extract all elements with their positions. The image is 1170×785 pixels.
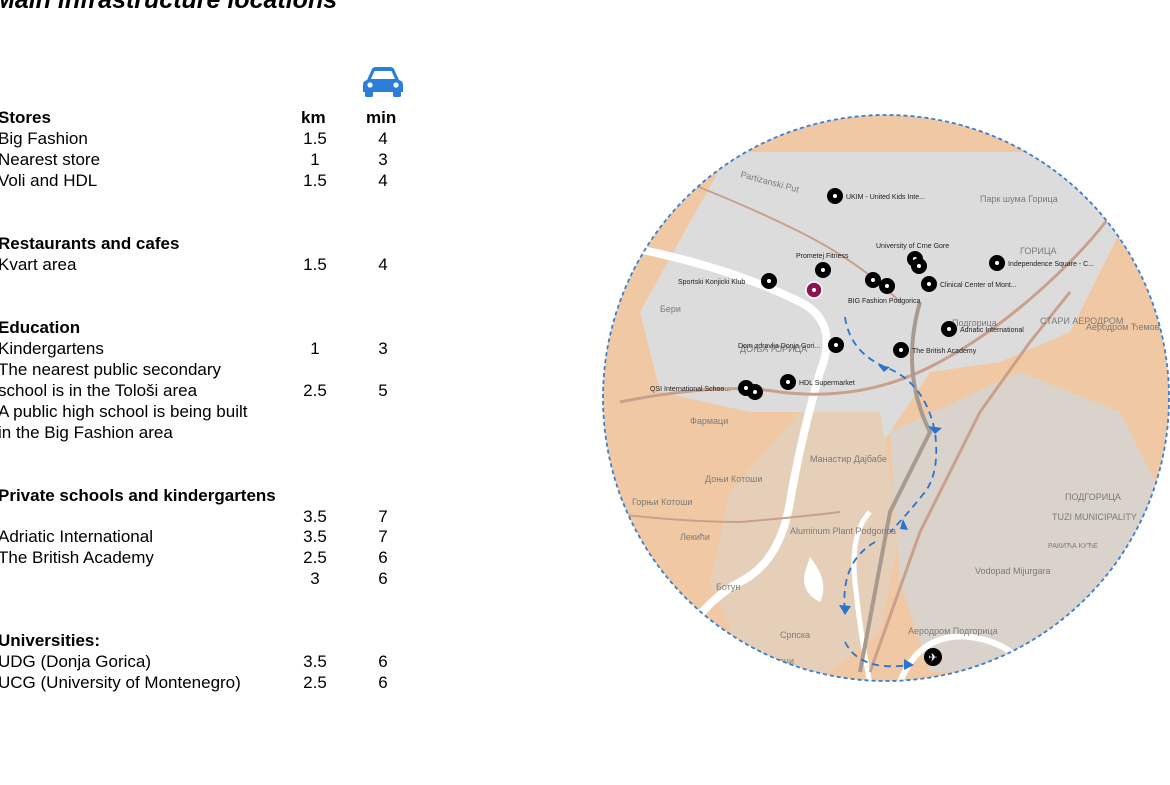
map-pin[interactable]: Sportski Konjicki Klub (678, 273, 777, 289)
place-label: Бери (660, 304, 681, 314)
place-label: Фармаци (690, 416, 728, 426)
svg-text:QSI International Schoo...: QSI International Schoo... (650, 386, 730, 393)
place-label: Доњи Котоши (705, 474, 762, 484)
airport-icon (924, 648, 942, 666)
svg-text:Independence Square - C...: Independence Square - C... (1008, 261, 1094, 268)
car-icon (363, 67, 403, 97)
km-column-header: km (301, 108, 326, 127)
svg-text:Adriatic International: Adriatic International (960, 327, 1024, 334)
svg-text:Clinical Center of Mont...: Clinical Center of Mont... (940, 282, 1017, 289)
map-pin[interactable] (911, 258, 927, 274)
page-title: Main infrastructure locations (0, 0, 338, 14)
map-pin[interactable]: Clinical Center of Mont... (921, 276, 1017, 292)
place-label: ДОЊА ГОРИЦА (740, 344, 807, 354)
place-label: Аеродром Ћемовско Поље (1086, 322, 1170, 332)
svg-text:✈: ✈ (928, 651, 937, 664)
map-pin[interactable] (879, 278, 895, 294)
svg-text:Sportski Konjicki Klub: Sportski Konjicki Klub (678, 279, 745, 286)
svg-text:University of Crne Gore: University of Crne Gore (876, 243, 949, 250)
map-pin[interactable]: Adriatic International (941, 321, 1024, 337)
place-label: Српска (780, 630, 810, 640)
place-label: Vodopad Mijurgara (975, 566, 1051, 576)
map-pin[interactable]: The British Academy (893, 342, 977, 358)
place-label: Манастир Дајбабе (810, 454, 887, 464)
svg-text:HDL Supermarket: HDL Supermarket (799, 380, 855, 387)
svg-text:Prometej Fitness: Prometej Fitness (796, 253, 849, 260)
place-label: Лекићи (680, 532, 710, 542)
place-label: TUZI MUNICIPALITY (1052, 512, 1137, 522)
map-pin[interactable]: Dom zdravlja Donja Gori... (738, 337, 844, 353)
place-label: Аеродром Подгорица (908, 626, 998, 636)
place-label: ГОРИЦА (1020, 246, 1057, 256)
location-map[interactable]: Partizanski Put Парк шума Горица Бери ГО… (600, 112, 1170, 684)
home-pin[interactable]: BIG Fashion Podgorica (805, 281, 920, 305)
map-pin[interactable]: Prometej Fitness (796, 253, 849, 278)
map-pin[interactable]: HDL Supermarket (780, 374, 855, 390)
place-label: ПОДГОРИЦА (1065, 492, 1121, 502)
map-pin[interactable]: QSI International Schoo... (650, 380, 754, 396)
place-label: РАКИЋА КУЋЕ (1048, 543, 1098, 550)
place-label: Подгорица (952, 318, 997, 328)
map-pin[interactable]: Independence Square - C... (989, 255, 1094, 271)
svg-text:The British Academy: The British Academy (912, 348, 977, 355)
map-pin[interactable]: UKIM - United Kids Inte... (827, 188, 925, 204)
min-column-header: min (366, 108, 397, 127)
place-label: Aluminum Plant Podgorica (790, 526, 896, 536)
map-pin[interactable] (865, 272, 881, 288)
place-label: СТАРИ АЕРОДРОМ (1040, 316, 1123, 326)
place-label: Ботун (716, 582, 740, 592)
svg-text:UKIM - United Kids Inte...: UKIM - United Kids Inte... (846, 194, 925, 201)
place-label: Горњи Котоши (632, 497, 692, 507)
place-label: Парк шума Горица (980, 194, 1058, 204)
svg-text:BIG Fashion Podgorica: BIG Fashion Podgorica (848, 298, 920, 305)
svg-text:Dom zdravlja Donja Gori...: Dom zdravlja Donja Gori... (738, 343, 820, 350)
